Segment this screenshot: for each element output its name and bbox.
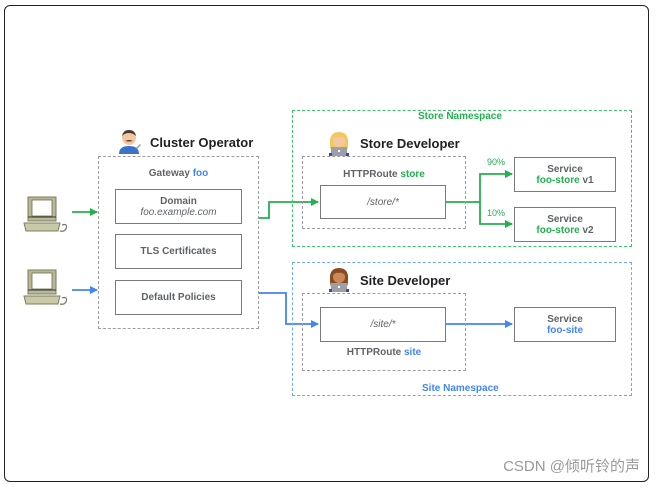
computer-icon [23,196,68,232]
domain-box[interactable]: Domain foo.example.com [115,189,242,224]
split-weight-v2: 10% [487,208,506,218]
policies-label: Default Policies [141,292,216,303]
store-httproute-label: HTTPRoute store [302,169,466,180]
service-foo-store-v1[interactable]: Service foo-store v1 [514,157,616,192]
service-name: foo-site [546,324,584,336]
service-version: v1 [582,174,594,186]
service-name: foo-store v1 [536,175,593,186]
site-httproute-name: site [404,347,422,358]
site-namespace-label: Site Namespace [422,383,499,394]
site-httproute-container [302,293,466,371]
service-name-text: foo-store [536,224,580,236]
store-path-box[interactable]: /store/* [320,185,446,219]
split-weight-v1: 90% [487,157,506,167]
store-httproute-name: store [400,169,425,180]
store-path: /store/* [367,196,399,208]
gateway-to-store-arrow [258,198,319,219]
mechanic-person-icon [119,130,141,154]
service-name-text: foo-store [536,174,580,186]
service-label: Service [547,313,583,325]
store-namespace-label: Store Namespace [418,111,502,122]
site-httproute-label: HTTPRoute site [302,347,466,358]
gateway-label: Gateway foo [98,168,259,179]
diagram-frame [4,5,649,482]
service-label: Service [547,213,583,225]
tls-certificates-box[interactable]: TLS Certificates [115,234,242,269]
store-developer-title: Store Developer [360,136,460,151]
split-90-arrow [479,170,513,202]
site-developer-title: Site Developer [360,273,451,288]
service-name: foo-store v2 [536,225,593,236]
cluster-operator-title: Cluster Operator [150,135,254,150]
gateway-container [98,156,259,329]
service-foo-store-v2[interactable]: Service foo-store v2 [514,207,616,242]
watermark: CSDN @倾听铃的声 [503,458,640,475]
split-10-arrow [479,202,513,228]
service-version: v2 [582,224,594,236]
store-namespace [292,110,632,247]
gateway-prefix: Gateway [148,168,190,179]
computer-icon [23,269,68,305]
service-foo-site[interactable]: Service foo-site [514,307,616,342]
site-namespace [292,262,632,396]
default-policies-box[interactable]: Default Policies [115,280,242,315]
service-label: Service [547,163,583,175]
domain-value: foo.example.com [140,206,217,218]
store-httproute-container [302,156,466,229]
developer-laptop-icon [329,132,349,156]
site-path: /site/* [370,319,396,330]
site-path-box[interactable]: /site/* [320,307,446,342]
site-httproute-prefix: HTTPRoute [346,347,402,358]
store-httproute-prefix: HTTPRoute [343,169,398,180]
gateway-name: foo [192,168,209,179]
domain-label: Domain [160,195,197,207]
developer-laptop-icon [329,268,349,292]
tls-label: TLS Certificates [140,246,217,257]
